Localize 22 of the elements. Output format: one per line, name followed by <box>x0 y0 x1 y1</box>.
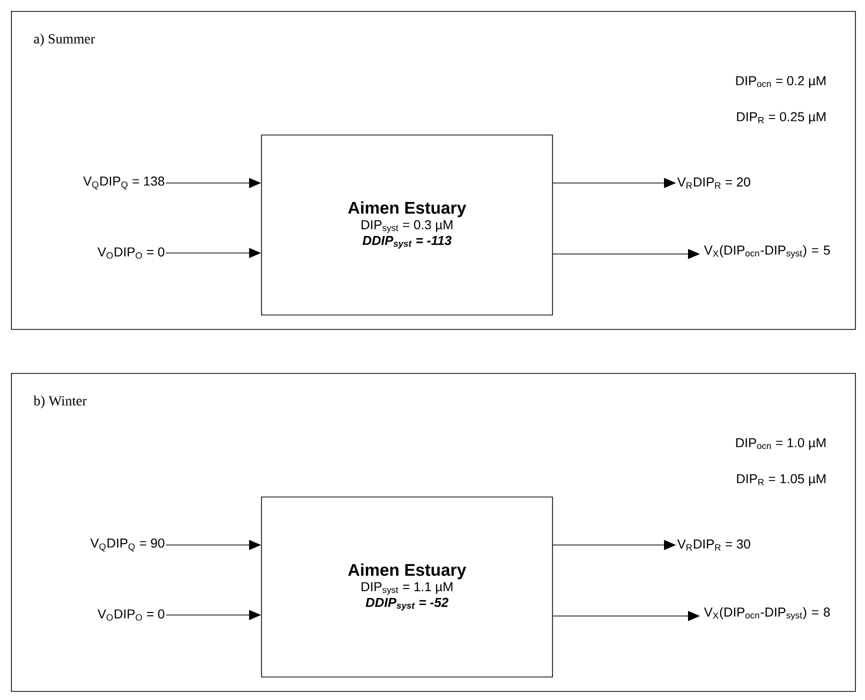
flux-label: V$_{X}$(DIP$_{ocn}$-DIP$_{syst}$) = 5 <box>704 245 830 258</box>
estuary-box <box>261 134 553 316</box>
flux-label: V$_{O}$DIP$_{O}$ = 0 <box>98 609 164 621</box>
flux-label: V$_{R}$DIP$_{R}$ = 20 <box>677 177 750 189</box>
box-text: DDIP$_{syst}$ = -113 <box>362 236 452 249</box>
concentration-label: DIP$_{R}$ = 0.25 µM <box>737 112 826 124</box>
flux-label: V$_{X}$(DIP$_{ocn}$-DIP$_{syst}$) = 8 <box>704 607 830 620</box>
box-title: Aimen Estuary <box>348 563 466 580</box>
concentration-label: DIP$_{ocn}$ = 0.2 µM <box>736 76 826 88</box>
concentration-label: DIP$_{R}$ = 1.05 µM <box>737 474 826 486</box>
box-title: Aimen Estuary <box>348 201 466 218</box>
box-text: DIP$_{syst}$ = 1.1 µM <box>362 582 452 595</box>
flux-label: V$_{Q}$DIP$_{Q}$ = 138 <box>83 176 164 190</box>
panel-title: a) Summer <box>34 34 95 46</box>
flux-label: V$_{O}$DIP$_{O}$ = 0 <box>98 247 164 259</box>
box-text: DDIP$_{syst}$ = -52 <box>366 598 448 611</box>
box-text: DIP$_{syst}$ = 0.3 µM <box>362 220 452 233</box>
estuary-box <box>261 496 553 678</box>
panel-title: b) Winter <box>34 396 87 408</box>
concentration-label: DIP$_{ocn}$ = 1.0 µM <box>736 438 826 450</box>
flux-label: V$_{R}$DIP$_{R}$ = 30 <box>677 539 750 551</box>
flux-label: V$_{Q}$DIP$_{Q}$ = 90 <box>90 538 164 552</box>
